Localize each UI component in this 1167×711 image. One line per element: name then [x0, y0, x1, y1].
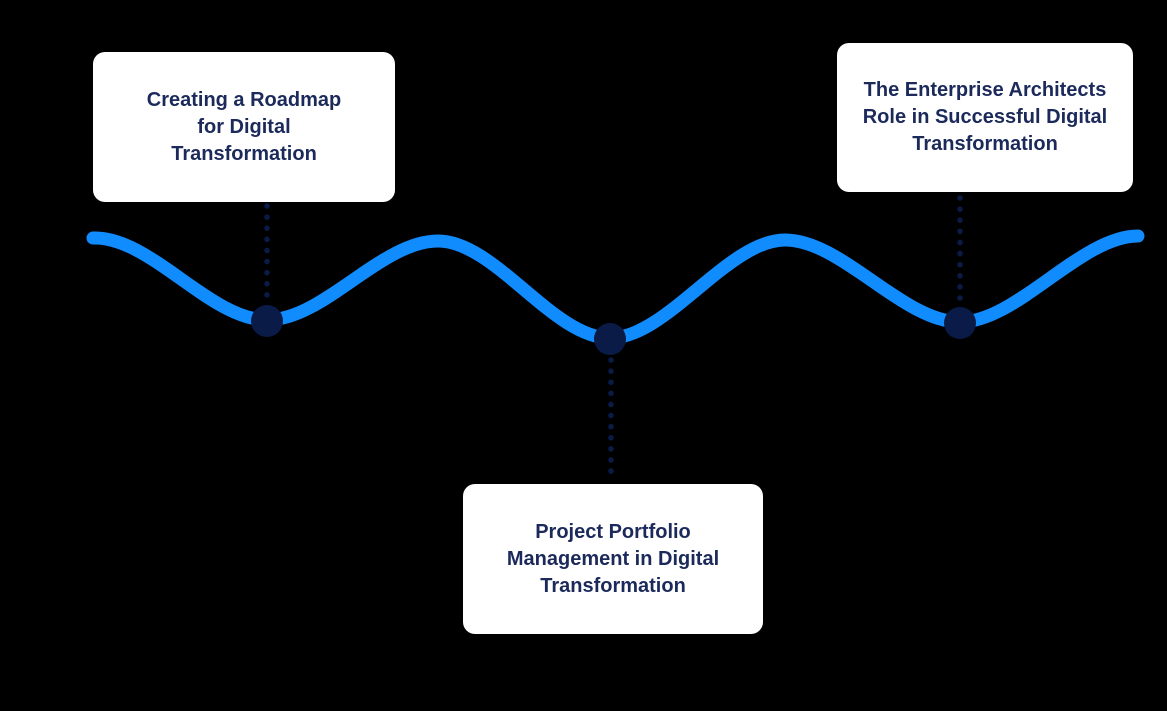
- milestone-dot: [944, 307, 976, 339]
- milestone-label-line: Project Portfolio: [535, 520, 691, 543]
- milestone-label: Project Portfolio Management in Digital …: [507, 519, 719, 600]
- milestone-label-line: Transformation: [912, 133, 1058, 155]
- milestone-label-line: for Digital: [197, 115, 291, 138]
- milestone-card-portfolio: Project Portfolio Management in Digital …: [463, 484, 763, 634]
- milestone-dot: [251, 305, 283, 337]
- milestone-card-roadmap: Creating a Roadmap for Digital Transform…: [93, 52, 395, 202]
- milestone-label-line: Transformation: [171, 142, 317, 165]
- milestone-label-line: The Enterprise Architects: [863, 79, 1107, 101]
- milestone-dot: [594, 323, 626, 355]
- milestone-label-line: Management in Digital: [506, 547, 720, 570]
- milestone-card-architects: The Enterprise Architects Role in Succes…: [837, 43, 1133, 192]
- milestone-label-line: Role in Successful Digital: [862, 106, 1108, 128]
- milestone-label: Creating a Roadmap for Digital Transform…: [147, 87, 341, 168]
- milestone-label-line: Transformation: [540, 574, 686, 597]
- milestone-label: The Enterprise Architects Role in Succes…: [863, 77, 1108, 158]
- milestone-label-line: Creating a Roadmap: [146, 88, 342, 111]
- timeline-wave: [86, 229, 1145, 345]
